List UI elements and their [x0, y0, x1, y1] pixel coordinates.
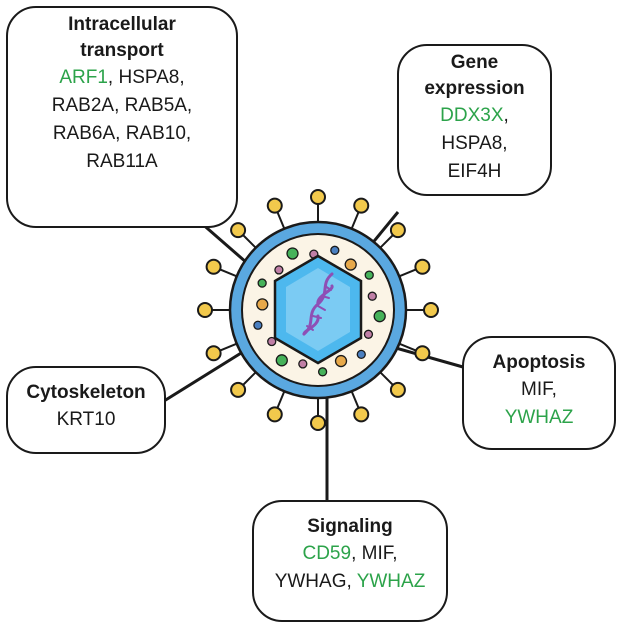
- intracellular-line4: RAB11A: [86, 151, 158, 172]
- protein-ywhaz-apoptosis: YWHAZ: [504, 407, 574, 428]
- protein-cd59: CD59: [302, 543, 352, 564]
- cargo-particle: [298, 359, 308, 369]
- protein-arf1: ARF1: [59, 67, 108, 88]
- cytoskeleton-line1: KRT10: [56, 409, 116, 430]
- spike-head: [310, 415, 326, 431]
- cargo-particles: [253, 245, 386, 377]
- cytoskeleton-title: Cytoskeleton: [26, 382, 146, 403]
- cargo-particle: [373, 310, 386, 323]
- box-cytoskeleton: Cytoskeleton KRT10: [6, 366, 166, 454]
- cargo-particle: [367, 291, 377, 301]
- spike-head: [414, 258, 431, 275]
- spike-head: [389, 222, 406, 239]
- cargo-particle: [344, 258, 357, 271]
- gene-title-line1: Gene: [450, 52, 499, 73]
- cargo-particle: [256, 298, 269, 311]
- surface-spikes: [197, 189, 439, 431]
- spike-head: [230, 222, 247, 239]
- cargo-particle: [274, 265, 284, 275]
- signaling-line2: YWHAG, YWHAZ: [274, 571, 426, 592]
- cargo-particle: [286, 247, 299, 260]
- box-gene-expression: Gene expression DDX3X, HSPA8, EIF4H: [397, 44, 552, 196]
- box-intracellular-transport: Intracellular transport ARF1, HSPA8, RAB…: [6, 6, 238, 228]
- gene-line2: HSPA8,: [441, 133, 508, 154]
- spike-stalk: [217, 341, 239, 353]
- intracellular-line2: RAB2A, RAB5A,: [51, 95, 193, 116]
- spike-head: [353, 406, 370, 423]
- cargo-particle: [257, 278, 267, 288]
- spike-stalk: [240, 370, 258, 388]
- spike-stalk: [378, 232, 396, 250]
- intracellular-title-line1: Intracellular: [68, 14, 176, 35]
- spike-stalk: [349, 209, 361, 231]
- cargo-particle: [275, 354, 288, 367]
- spike-stalk: [397, 267, 419, 279]
- cargo-particle: [253, 320, 263, 330]
- spike-head: [230, 381, 247, 398]
- protein-ywhaz-signaling: YWHAZ: [356, 571, 426, 592]
- cargo-particle: [364, 270, 374, 280]
- spike-stalk: [378, 370, 396, 388]
- spike-head: [205, 258, 222, 275]
- gene-line1: DDX3X,: [440, 105, 509, 126]
- intracellular-title-line2: transport: [80, 40, 164, 61]
- spike-stalk: [397, 341, 419, 353]
- signaling-line1: CD59, MIF,: [302, 543, 398, 564]
- spike-head: [205, 345, 222, 362]
- intracellular-line1: ARF1, HSPA8,: [59, 67, 185, 88]
- intracellular-line3: RAB6A, RAB10,: [52, 123, 192, 144]
- spike-head: [266, 406, 283, 423]
- gene-title-line2: expression: [424, 78, 525, 99]
- spike-stalk: [275, 209, 287, 231]
- cargo-particle: [356, 349, 366, 360]
- spike-head: [353, 197, 370, 214]
- cargo-particle: [330, 245, 340, 255]
- dna-helix-icon: [302, 272, 334, 336]
- spike-head: [310, 189, 326, 205]
- protein-ddx3x: DDX3X: [440, 105, 504, 126]
- nucleus-inner: [286, 268, 350, 351]
- spike-head: [197, 302, 213, 318]
- cargo-particle: [267, 336, 277, 347]
- spike-stalk: [217, 267, 239, 279]
- cargo-particle: [334, 354, 348, 368]
- apoptosis-title: Apoptosis: [492, 352, 586, 373]
- gene-line3: EIF4H: [447, 161, 502, 182]
- cargo-particle: [317, 367, 328, 377]
- signaling-title: Signaling: [307, 516, 393, 537]
- spike-head: [414, 345, 431, 362]
- box-signaling: Signaling CD59, MIF, YWHAG, YWHAZ: [252, 500, 448, 622]
- spike-stalk: [240, 232, 258, 250]
- spike-head: [389, 381, 406, 398]
- box-apoptosis: Apoptosis MIF, YWHAZ: [462, 336, 616, 450]
- spike-stalk: [349, 389, 361, 411]
- spike-head: [266, 197, 283, 214]
- apoptosis-line1: MIF,: [521, 379, 557, 400]
- cargo-particle: [363, 329, 374, 339]
- spike-stalk: [275, 389, 287, 411]
- spike-head: [423, 302, 439, 318]
